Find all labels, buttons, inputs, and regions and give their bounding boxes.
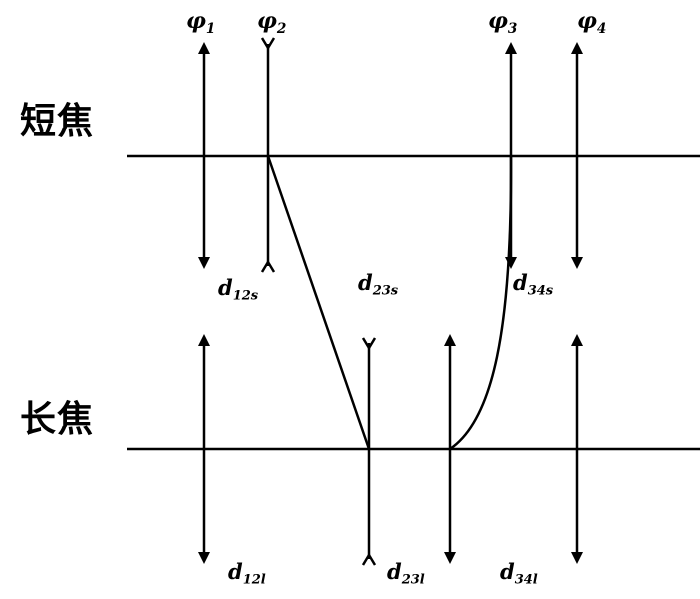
lens-3-trajectory xyxy=(449,155,513,451)
distance-label-d12s: d12s xyxy=(218,275,259,304)
lens-2-short xyxy=(260,37,276,273)
distance-label-d23l: d23l xyxy=(387,559,425,588)
lens-2-long xyxy=(361,337,377,566)
lens-label-phi-2: φ2 xyxy=(257,8,287,37)
row-label-short-focus: 短焦 xyxy=(20,101,95,142)
lens-label-phi-4: φ4 xyxy=(577,8,607,37)
row-label-long-focus: 长焦 xyxy=(20,399,95,440)
distance-label-d12l: d12l xyxy=(228,559,266,588)
lens-label-phi-3: φ3 xyxy=(488,8,518,37)
distance-label-d34l: d34l xyxy=(500,559,538,588)
lens-label-phi-1: φ1 xyxy=(186,8,216,37)
lens-2-trajectory xyxy=(266,155,371,450)
distance-label-d34s: d34s xyxy=(513,270,554,299)
distance-label-d23s: d23s xyxy=(358,270,399,299)
